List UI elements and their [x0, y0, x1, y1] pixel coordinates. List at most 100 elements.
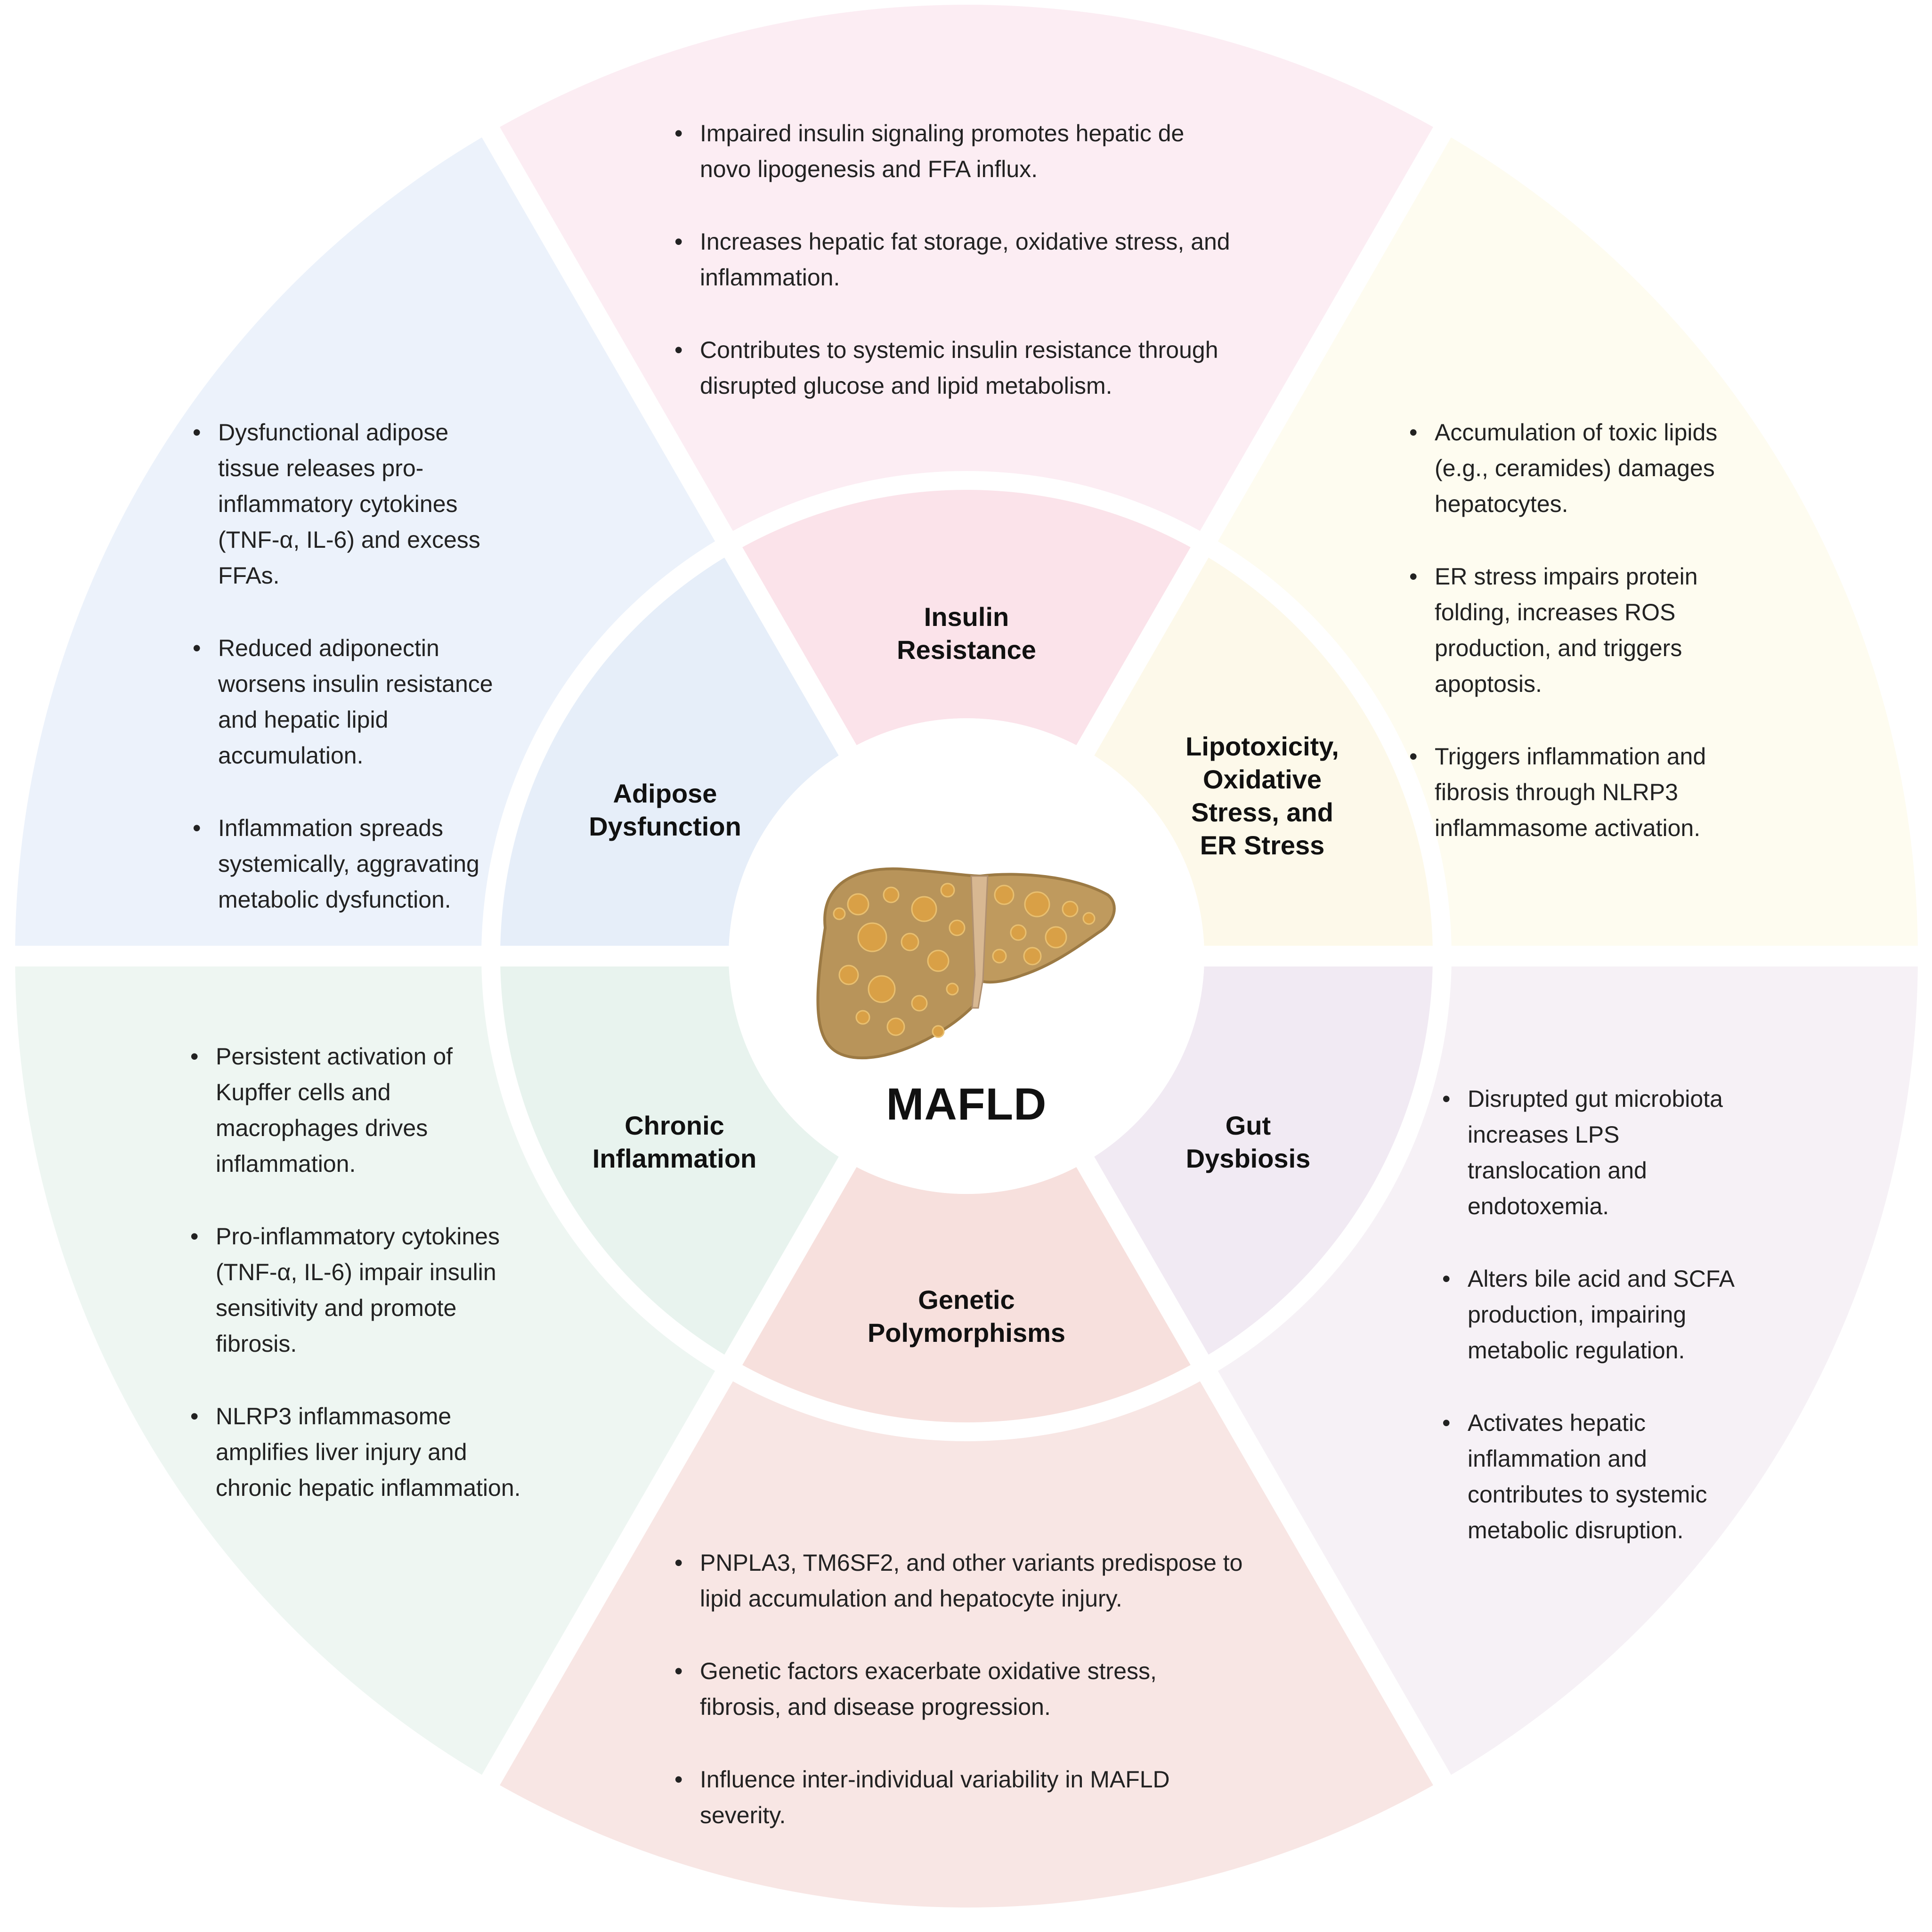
fat-droplet: [1062, 901, 1079, 917]
fat-droplet: [855, 1010, 870, 1025]
bullet-line: macrophages drives: [216, 1115, 428, 1141]
bullet-item: Dysfunctional adipose tissue releases pro…: [191, 414, 493, 593]
segment-label-line: Stress, and: [1191, 797, 1333, 827]
bullet-line: chronic hepatic inflammation.: [216, 1475, 521, 1501]
fat-droplet: [1082, 912, 1096, 925]
bullet-line: Increases hepatic fat storage, oxidative…: [700, 228, 1230, 255]
bullet-line: (TNF-α, IL-6) and excess: [218, 527, 480, 553]
bullet-line: (e.g., ceramides) damages: [1435, 455, 1715, 481]
fat-droplet: [886, 1017, 905, 1036]
segment-label-line: Resistance: [897, 635, 1036, 665]
bullet-line: increases LPS: [1468, 1121, 1620, 1148]
segment-label-line: Lipotoxicity,: [1185, 731, 1339, 761]
bullet-line: contributes to systemic: [1468, 1481, 1707, 1508]
segment-label-line: Chronic: [625, 1111, 724, 1140]
fat-droplet: [847, 893, 869, 916]
bullet-line: Dysfunctional adipose: [218, 419, 449, 446]
bullet-item: Accumulation of toxic lipids (e.g., ceram…: [1407, 414, 1717, 522]
segment-dividers: [6, 119, 1927, 1794]
bullet-line: Genetic factors exacerbate oxidative str…: [700, 1658, 1157, 1684]
bullet-list-chronic: Persistent activation of Kupffer cells an…: [188, 1039, 521, 1506]
bullet-item: Reduced adiponectin worsens insulin resis…: [191, 630, 493, 773]
bullet-line: Triggers inflammation and: [1435, 743, 1706, 770]
inner-ring: [500, 490, 1433, 1422]
bullet-item: Inflammation spreads systemically, aggrav…: [191, 810, 493, 917]
bullet-line: amplifies liver injury and: [216, 1439, 467, 1465]
bullet-line: Impaired insulin signaling promotes hepa…: [700, 120, 1185, 146]
bullet-line: and hepatic lipid: [218, 706, 389, 733]
segment-label-line: Dysbiosis: [1185, 1144, 1311, 1173]
fat-droplet: [1045, 926, 1067, 949]
bullet-line: Inflammation spreads: [218, 815, 444, 841]
bullet-line: metabolic dysfunction.: [218, 886, 451, 913]
outer-segment-lipo: [1209, 132, 1918, 957]
bullet-line: accumulation.: [218, 742, 364, 769]
fat-droplet: [932, 1025, 945, 1038]
bullet-line: inflammation.: [700, 264, 840, 291]
bullet-line: metabolic regulation.: [1468, 1337, 1685, 1364]
bullet-line: (TNF-α, IL-6) impair insulin: [216, 1259, 496, 1285]
bullet-line: Reduced adiponectin: [218, 635, 439, 661]
fat-droplet: [911, 896, 937, 922]
fat-droplet: [994, 885, 1015, 905]
segment-label-line: Inflammation: [592, 1144, 757, 1173]
bullet-item: Disrupted gut microbiota increases LPS tra…: [1440, 1081, 1735, 1224]
segment-label-line: ER Stress: [1200, 830, 1325, 860]
bullet-line: lipid accumulation and hepatocyte injury…: [700, 1585, 1122, 1612]
bullet-line: inflammation and: [1468, 1445, 1647, 1472]
inner-segment-lipo: [1085, 552, 1433, 956]
bullet-line: Kupffer cells and: [216, 1079, 391, 1105]
fat-droplet: [901, 933, 919, 951]
center-title: MAFLD: [886, 1079, 1047, 1129]
segment-divider: [477, 119, 859, 760]
bullet-line: worsens insulin resistance: [218, 671, 493, 697]
bullet-line: fibrosis, and disease progression.: [700, 1694, 1051, 1720]
segment-label-line: Dysfunction: [589, 812, 741, 841]
bullet-line: Persistent activation of: [216, 1043, 453, 1070]
bullet-line: inflammation.: [216, 1151, 356, 1177]
segment-label-line: Oxidative: [1202, 764, 1322, 794]
bullet-item: Pro-inflammatory cytokines(TNF-α, IL-6) …: [188, 1218, 521, 1362]
fat-droplet: [833, 907, 846, 920]
inner-segment-insulin: [733, 490, 1200, 750]
inner-segment-adipose: [500, 552, 848, 956]
bullet-line: systemically, aggravating: [218, 851, 479, 877]
fat-droplet: [940, 883, 955, 898]
bullet-line: apoptosis.: [1435, 671, 1542, 697]
fat-droplet: [1024, 891, 1050, 917]
bullet-line: hepatocytes.: [1435, 491, 1568, 517]
fat-droplet: [1010, 924, 1027, 941]
segment-label-line: Polymorphisms: [867, 1318, 1066, 1348]
bullet-line: tissue releases pro-: [218, 455, 424, 481]
bullet-list-gut: Disrupted gut microbiota increases LPS tra…: [1440, 1081, 1735, 1548]
segment-label-line: Gut: [1225, 1111, 1271, 1140]
fat-droplet: [868, 975, 896, 1003]
bullet-item: Influence inter-individual variability i…: [673, 1762, 1242, 1833]
liver-icon: [816, 867, 1116, 1060]
bullet-line: Disrupted gut microbiota: [1468, 1086, 1723, 1112]
bullet-line: Contributes to systemic insulin resistan…: [700, 337, 1218, 363]
bullet-line: production, and triggers: [1435, 635, 1682, 661]
bullet-line: Accumulation of toxic lipids: [1435, 419, 1718, 446]
fat-droplet: [927, 950, 950, 972]
bullet-line: PNPLA3, TM6SF2, and other variants predi…: [700, 1550, 1243, 1576]
bullet-line: disrupted glucose and lipid metabolism.: [700, 373, 1112, 399]
bullet-line: Influence inter-individual variability i…: [700, 1766, 1170, 1793]
bullet-line: FFAs.: [218, 562, 280, 589]
fat-droplet: [1023, 947, 1042, 966]
bullet-line: folding, increases ROS: [1435, 599, 1676, 625]
bullet-line: severity.: [700, 1802, 786, 1828]
fat-droplet: [992, 949, 1007, 964]
fat-droplet: [857, 922, 887, 952]
inner-segment-gut: [1085, 956, 1433, 1360]
bullet-line: translocation and: [1468, 1157, 1647, 1184]
